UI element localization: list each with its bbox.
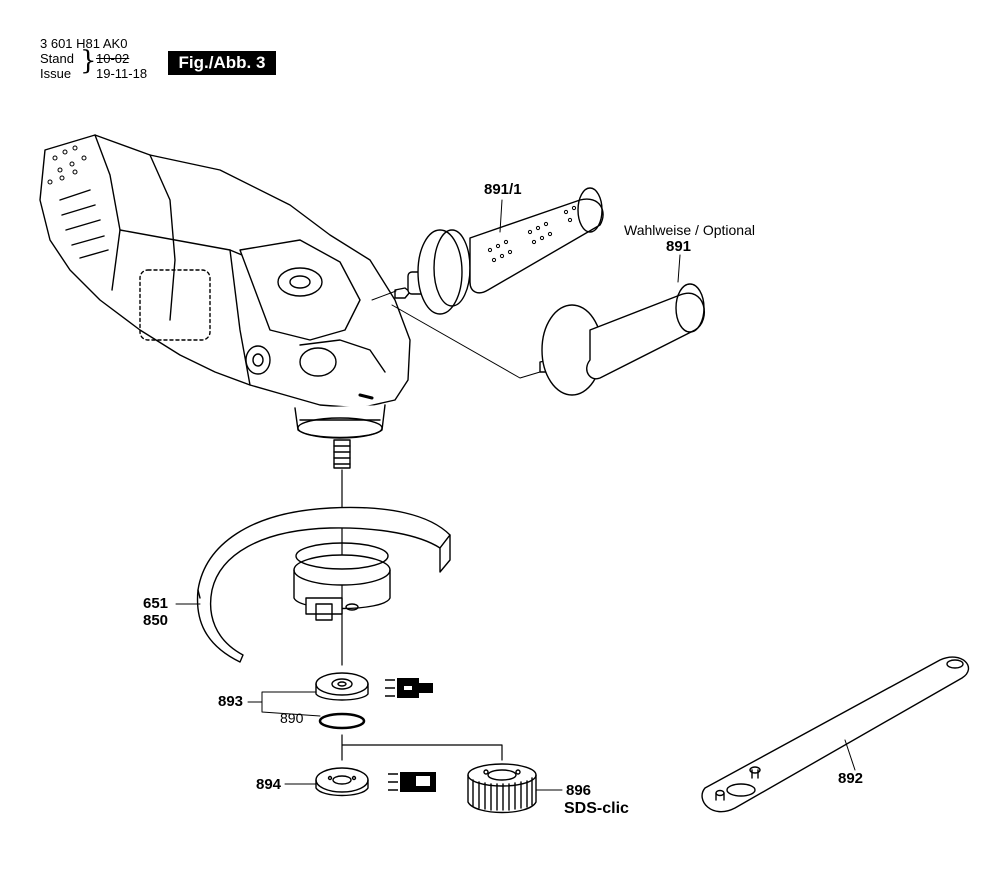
leader-892 <box>844 739 856 771</box>
figure-badge: Fig./Abb. 3 <box>168 51 276 75</box>
label-894: 894 <box>256 776 282 793</box>
label-890: 890 <box>280 710 304 726</box>
stand-label: Stand <box>40 51 74 66</box>
part-number: 3 601 H81 AK0 <box>40 36 128 51</box>
label-891: 891 <box>666 238 692 255</box>
handle-leader-line <box>371 290 541 379</box>
brace-icon: } <box>80 46 97 76</box>
leader-891-1 <box>499 199 503 233</box>
label-891-1: 891/1 <box>484 181 522 198</box>
quick-nut-illustration <box>467 763 537 814</box>
flange-illustration <box>315 672 369 701</box>
flange-orientation-pictogram <box>385 678 433 698</box>
o-ring-illustration <box>318 712 366 730</box>
label-893: 893 <box>218 693 244 710</box>
label-850: 850 <box>143 612 169 629</box>
leader-893 <box>247 691 321 717</box>
clamp-nut-orientation-pictogram <box>388 772 436 792</box>
clamp-nut-illustration <box>315 767 369 797</box>
label-896: 896 <box>566 782 592 799</box>
side-handle-dotted-illustration <box>394 187 604 315</box>
label-651: 651 <box>143 595 169 612</box>
label-sds-clic: SDS-clic <box>564 800 629 817</box>
side-handle-plain-illustration <box>539 283 705 396</box>
leader-891 <box>677 254 681 283</box>
assembly-axis-lower <box>341 734 503 761</box>
grinder-body-illustration <box>39 134 411 469</box>
issue-label: Issue <box>40 66 72 81</box>
spanner-illustration <box>701 656 969 813</box>
label-892: 892 <box>838 770 864 787</box>
issue-value: 19-11-18 <box>96 66 148 81</box>
optional-note: Wahlweise / Optional <box>624 222 755 238</box>
stand-value: 10-02 <box>96 51 130 66</box>
guard-illustration <box>196 506 451 663</box>
